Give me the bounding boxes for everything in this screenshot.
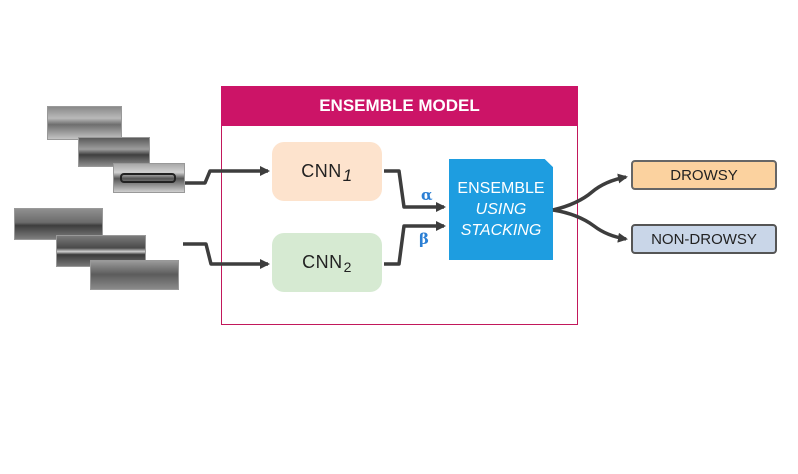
ensemble-model-title: ENSEMBLE MODEL <box>221 86 578 126</box>
stacking-line-3: STACKING <box>460 222 542 239</box>
arrow-cnn2-to-stacking <box>384 221 446 266</box>
arrow-eyes-to-cnn1 <box>185 166 270 185</box>
drowsy-label: DROWSY <box>670 166 738 184</box>
stacking-line-2: USING <box>475 201 527 218</box>
stacking-box: ENSEMBLE USING STACKING <box>449 159 553 260</box>
arrow-to-drowsy <box>552 173 628 212</box>
eye-image-3 <box>113 163 185 193</box>
cnn1-subscript: 1 <box>342 165 353 185</box>
eye-image-2 <box>78 137 150 167</box>
stacking-line-1: ENSEMBLE <box>457 180 545 197</box>
cnn1-label: CNN <box>301 161 342 181</box>
eye-image-1 <box>47 106 122 140</box>
mouth-image-3 <box>90 260 179 290</box>
cnn2-subscript: 2 <box>343 258 352 275</box>
drowsy-output: DROWSY <box>631 160 777 190</box>
beta-weight: β <box>419 230 429 248</box>
arrow-to-non-drowsy <box>552 208 628 243</box>
arrow-mouth-to-cnn2 <box>183 242 270 269</box>
non-drowsy-label: NON-DROWSY <box>651 230 757 248</box>
non-drowsy-output: NON-DROWSY <box>631 224 777 254</box>
cnn2-label: CNN <box>302 252 343 272</box>
alpha-weight: α <box>421 186 433 204</box>
arrow-cnn1-to-stacking <box>384 169 446 212</box>
